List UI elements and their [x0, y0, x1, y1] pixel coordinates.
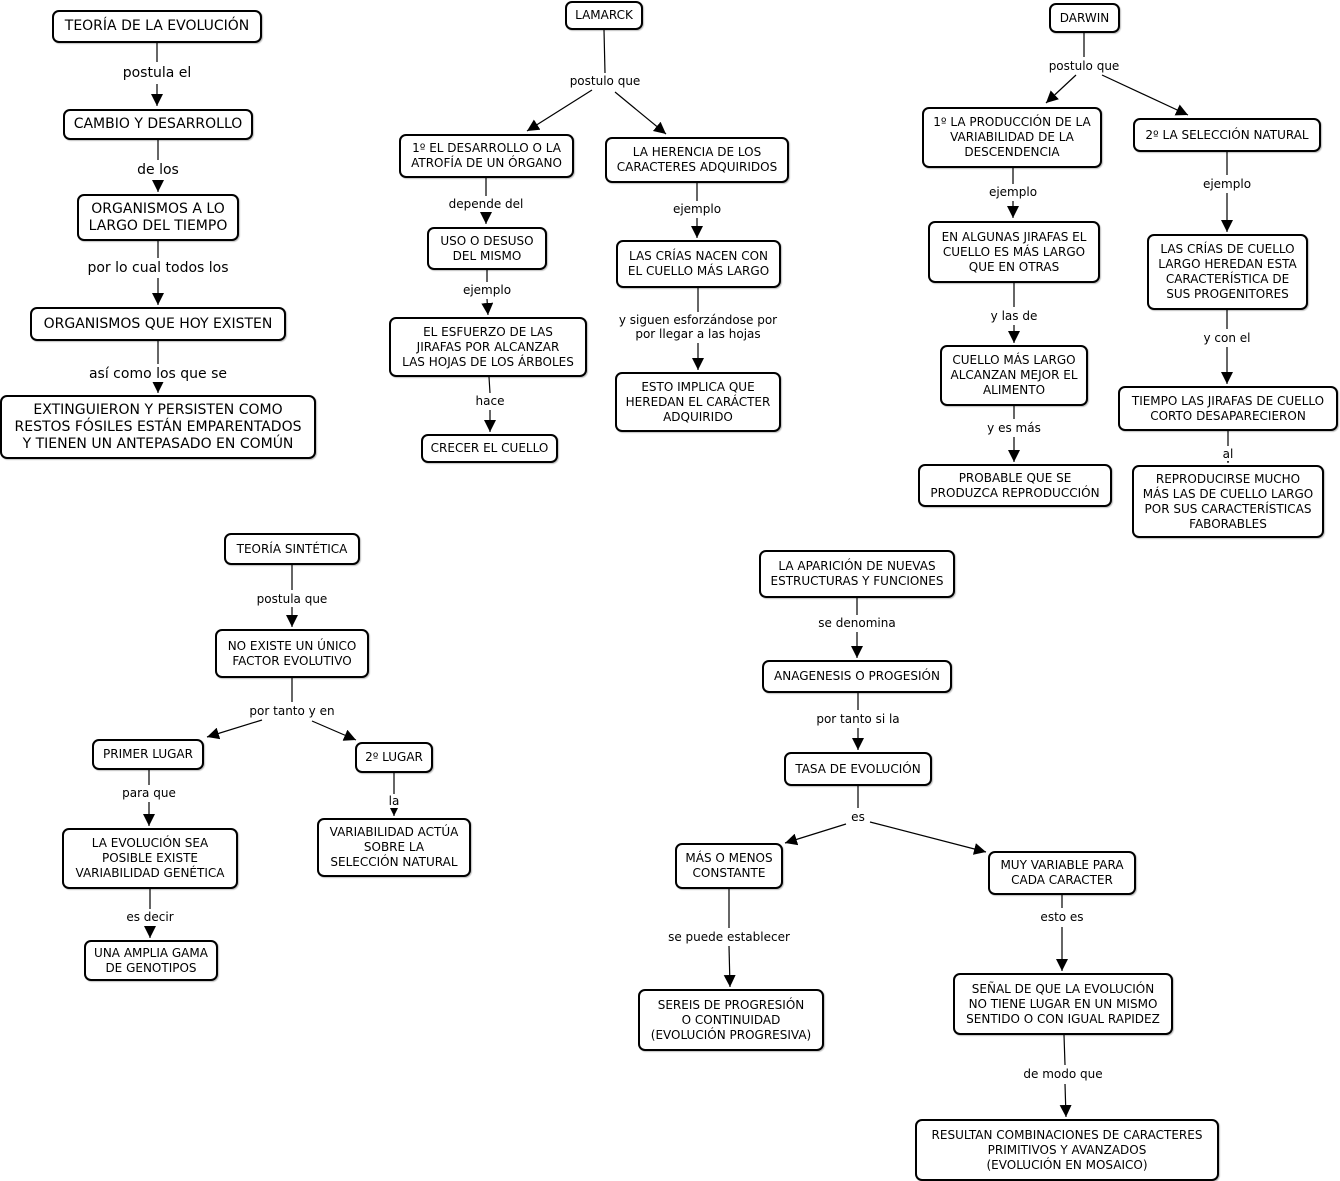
connector — [1045, 74, 1077, 104]
link-label: ejemplo — [987, 185, 1039, 199]
link-label: así como los que se — [87, 366, 229, 382]
link-label: postulo que — [568, 74, 642, 88]
link-label: ejemplo — [1201, 177, 1253, 191]
concept-node[interactable]: VARIABILIDAD ACTÚA SOBRE LA SELECCIÓN NA… — [317, 818, 471, 877]
connector — [526, 89, 593, 132]
concept-node[interactable]: CRECER EL CUELLO — [421, 434, 558, 463]
connector — [784, 823, 847, 846]
link-label: al — [1221, 447, 1235, 461]
link-label: y siguen esforzándose por por llegar a l… — [617, 313, 779, 341]
link-label: postula que — [255, 592, 329, 606]
concept-node[interactable]: TEORÍA DE LA EVOLUCIÓN — [52, 10, 262, 43]
concept-node[interactable]: ORGANISMOS A LO LARGO DEL TIEMPO — [77, 194, 239, 241]
concept-node[interactable]: USO O DESUSO DEL MISMO — [427, 227, 547, 270]
concept-node[interactable]: ANAGENESIS O PROGESIÓN — [762, 660, 952, 693]
concept-node[interactable]: TASA DE EVOLUCIÓN — [784, 752, 932, 786]
concept-node[interactable]: REPRODUCIRSE MUCHO MÁS LAS DE CUELLO LAR… — [1132, 465, 1324, 538]
link-label: postulo que — [1047, 59, 1121, 73]
concept-node[interactable]: LA HERENCIA DE LOS CARACTERES ADQUIRIDOS — [605, 137, 789, 183]
concept-node[interactable]: PRIMER LUGAR — [92, 739, 204, 770]
link-label: de los — [136, 162, 180, 178]
connector — [206, 719, 263, 740]
connector — [311, 720, 357, 741]
concept-node[interactable]: DARWIN — [1049, 3, 1120, 33]
concept-node[interactable]: MÁS O MENOS CONSTANTE — [675, 843, 783, 889]
concept-node[interactable]: LAMARCK — [565, 1, 643, 30]
concept-node[interactable]: 1º LA PRODUCCIÓN DE LA VARIABILIDAD DE L… — [922, 107, 1102, 168]
connector — [488, 376, 491, 394]
link-label: de modo que — [1022, 1067, 1104, 1081]
concept-node[interactable]: TEORÍA SINTÉTICA — [224, 533, 360, 565]
connector — [1063, 1034, 1066, 1066]
concept-node[interactable]: EN ALGUNAS JIRAFAS EL CUELLO ES MÁS LARG… — [928, 221, 1100, 283]
connector — [723, 945, 736, 988]
link-label: postula el — [121, 65, 193, 81]
link-label: se puede establecer — [667, 930, 791, 944]
link-label: y las de — [989, 309, 1039, 323]
concept-node[interactable]: 1º EL DESARROLLO O LA ATROFÍA DE UN ÓRGA… — [399, 134, 574, 178]
link-label: ejemplo — [671, 202, 723, 216]
concept-node[interactable]: SEÑAL DE QUE LA EVOLUCIÓN NO TIENE LUGAR… — [953, 973, 1173, 1035]
concept-node[interactable]: TIEMPO LAS JIRAFAS DE CUELLO CORTO DESAP… — [1118, 386, 1338, 431]
connector — [1101, 74, 1189, 116]
concept-node[interactable]: MUY VARIABLE PARA CADA CARACTER — [988, 851, 1136, 895]
concept-node[interactable]: LAS CRÍAS DE CUELLO LARGO HEREDAN ESTA C… — [1147, 234, 1308, 310]
link-label: es — [850, 810, 866, 824]
concept-node[interactable]: LA APARICIÓN DE NUEVAS ESTRUCTURAS Y FUN… — [759, 550, 955, 598]
concept-node[interactable]: EXTINGUIERON Y PERSISTEN COMO RESTOS FÓS… — [0, 395, 316, 459]
concept-node[interactable]: CAMBIO Y DESARROLLO — [63, 109, 253, 140]
concept-node[interactable]: UNA AMPLIA GAMA DE GENOTIPOS — [84, 940, 218, 981]
link-label: y con el — [1202, 331, 1252, 345]
concept-node[interactable]: ESTO IMPLICA QUE HEREDAN EL CARÁCTER ADQ… — [615, 372, 781, 432]
concept-node[interactable]: CUELLO MÁS LARGO ALCANZAN MEJOR EL ALIME… — [940, 345, 1088, 406]
link-label: y es más — [986, 421, 1042, 435]
concept-node[interactable]: ORGANISMOS QUE HOY EXISTEN — [30, 307, 286, 341]
link-label: hace — [474, 394, 506, 408]
concept-node[interactable]: SEREIS DE PROGRESIÓN O CONTINUIDAD (EVOL… — [638, 989, 824, 1051]
link-label: por lo cual todos los — [86, 260, 230, 276]
concept-node[interactable]: PROBABLE QUE SE PRODUZCA REPRODUCCIÓN — [918, 464, 1112, 507]
concept-node[interactable]: 2º LA SELECCIÓN NATURAL — [1133, 118, 1321, 152]
connector — [869, 821, 987, 855]
concept-node[interactable]: LA EVOLUCIÓN SEA POSIBLE EXISTE VARIABIL… — [62, 828, 238, 889]
connector — [603, 29, 606, 74]
connector — [1059, 1083, 1072, 1118]
link-label: ejemplo — [461, 283, 513, 297]
link-label: por tanto y en — [248, 704, 336, 718]
link-label: se denomina — [817, 616, 897, 630]
concept-node[interactable]: 2º LUGAR — [355, 742, 433, 773]
link-label: esto es — [1039, 910, 1085, 924]
concept-node[interactable]: NO EXISTE UN ÚNICO FACTOR EVOLUTIVO — [215, 629, 369, 678]
concept-node[interactable]: EL ESFUERZO DE LAS JIRAFAS POR ALCANZAR … — [389, 317, 587, 377]
link-label: por tanto si la — [815, 712, 901, 726]
connector — [481, 298, 494, 316]
connector — [614, 91, 667, 135]
link-label: depende del — [447, 197, 525, 211]
concept-node[interactable]: LAS CRÍAS NACEN CON EL CUELLO MÁS LARGO — [616, 240, 781, 288]
link-label: la — [387, 794, 401, 808]
link-label: para que — [121, 786, 177, 800]
concept-node[interactable]: RESULTAN COMBINACIONES DE CARACTERES PRI… — [915, 1119, 1219, 1181]
link-label: es decir — [125, 910, 175, 924]
